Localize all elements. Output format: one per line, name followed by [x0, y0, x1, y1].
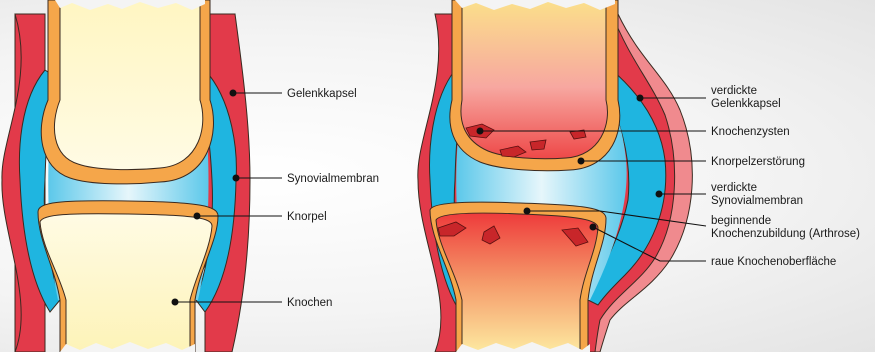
healthy-joint [2, 0, 250, 352]
label-verdickte-capsule-2: Gelenkkapsel [711, 98, 781, 110]
label-knorpel: Knorpel [287, 211, 327, 223]
label-beginnende: beginnende [711, 215, 771, 227]
arthritic-joint [418, 0, 693, 352]
label-knochenzubildung: Knochenzubildung (Arthrose) [711, 228, 860, 240]
label-verdickte-synovial-2: Synovialmembran [711, 195, 803, 207]
label-knochenzysten: Knochenzysten [711, 126, 790, 138]
label-knorpelzerstoerung: Knorpelzerstörung [711, 156, 805, 168]
label-gelenkkapsel: Gelenkkapsel [287, 88, 357, 100]
label-verdickte-synovial-1: verdickte [711, 182, 757, 194]
label-synovialmembran: Synovialmembran [287, 173, 379, 185]
label-raue-knochenoberflaeche: raue Knochenoberfläche [711, 256, 836, 268]
label-knochen: Knochen [287, 297, 332, 309]
label-verdickte-capsule-1: verdickte [711, 85, 757, 97]
